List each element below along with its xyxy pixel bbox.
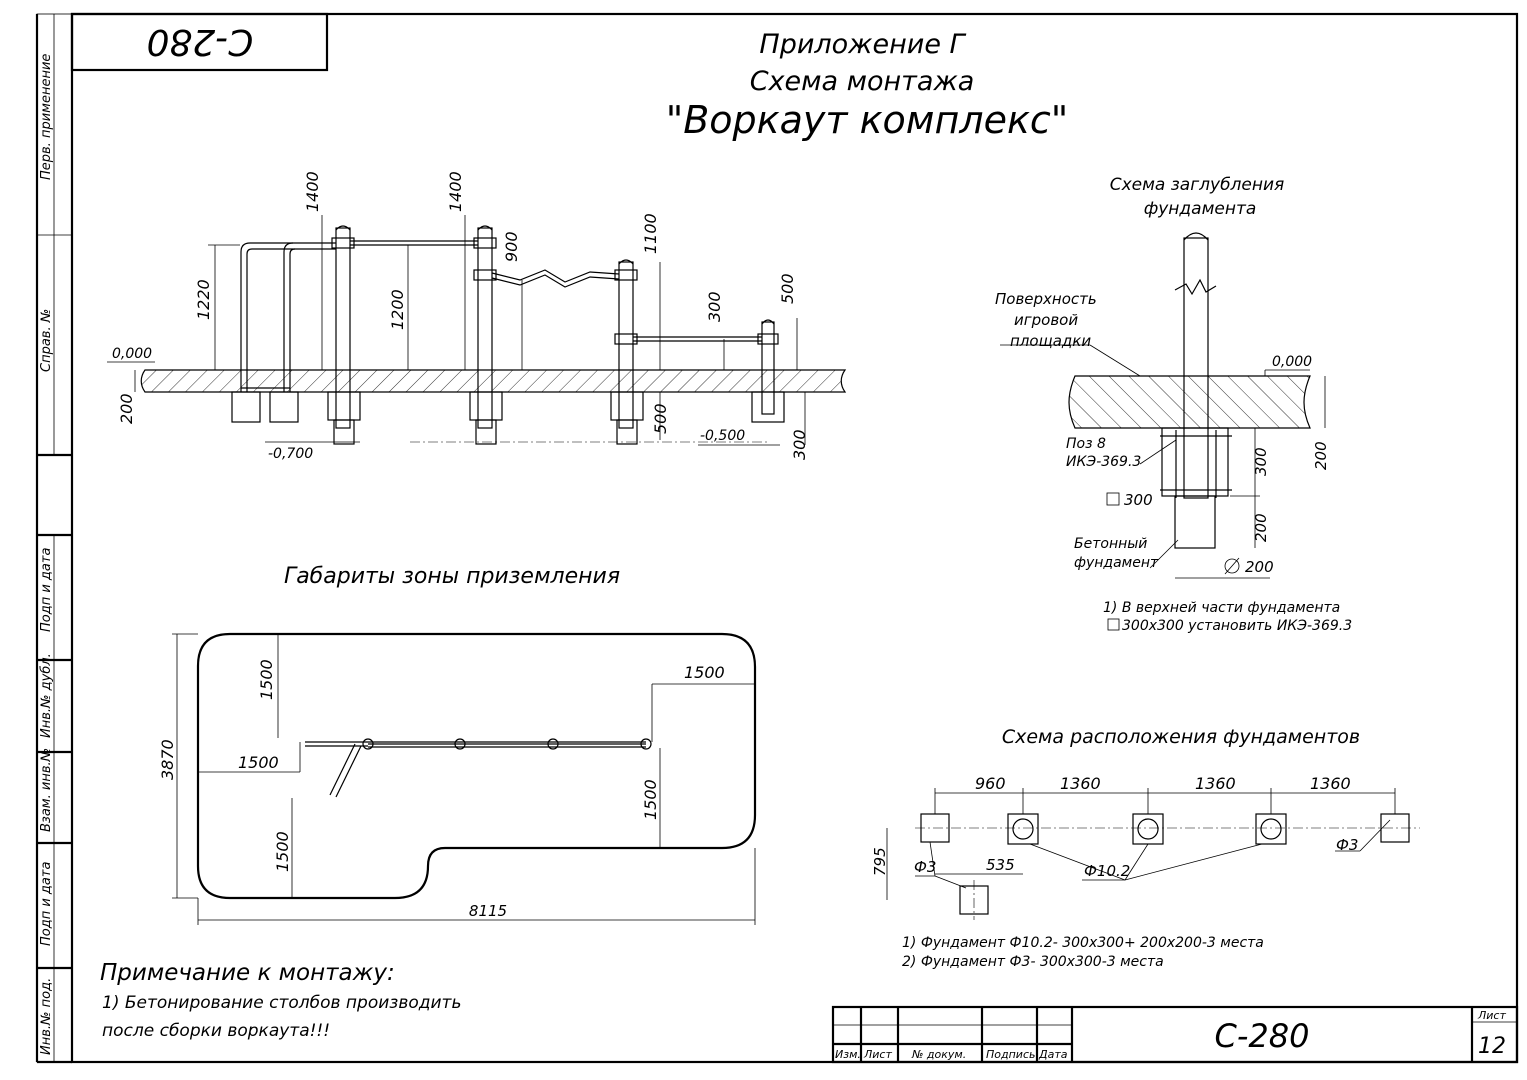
header-line2: Схема монтажа: [750, 66, 975, 97]
label-sprav-no: Справ. №: [39, 309, 54, 372]
header: Приложение Г Схема монтажа "Воркаут комп…: [666, 29, 1069, 142]
elev-dim-200: 200: [117, 393, 136, 424]
elev-dim-300: 300: [705, 291, 724, 322]
depth-title-1: Схема заглубления: [1110, 175, 1285, 195]
foundation-note-2: 2) Фундамент Ф3- 300х300-3 места: [902, 954, 1164, 970]
label-podp-data-2: Подп и дата: [39, 862, 54, 946]
elev-dim-1100: 1100: [641, 213, 660, 254]
depth-surface-1: Поверхность: [995, 290, 1097, 308]
depth-poz-2: ИКЭ-369.3: [1066, 454, 1141, 470]
label-podp-data-1: Подп и дата: [39, 548, 54, 632]
elev-dim-300-bottom: 300: [790, 429, 809, 460]
mounting-note: Примечание к монтажу: 1) Бетонирование с…: [100, 960, 461, 1041]
landing-dim-1500-right-top: 1500: [684, 663, 725, 682]
depth-dim-300: 300: [1252, 447, 1270, 476]
depth-dim-200-lower: 200: [1252, 513, 1270, 542]
depth-title-2: фундамента: [1144, 199, 1257, 219]
depth-surface-2: игровой: [1014, 311, 1078, 329]
depth-square-300: 300: [1124, 491, 1153, 509]
landing-dim-1500-top: 1500: [257, 659, 276, 700]
foundation-dim-795: 795: [871, 847, 889, 876]
foundation-layout: Схема расположения фундаментов 960 1360 …: [871, 726, 1420, 970]
elev-dim-1400-a: 1400: [303, 171, 322, 212]
foundation-dim-1360-b: 1360: [1195, 774, 1236, 793]
sheet-code-rotated: С-280: [147, 21, 254, 62]
elev-dim-500-top: 500: [778, 273, 797, 304]
depth-surface-3: площадки: [1010, 332, 1091, 350]
side-strip: Перв. применение Справ. № Подп и дата Ин…: [39, 54, 54, 1055]
foundation-label-f3-right: Ф3: [1336, 836, 1358, 854]
label-vzam-inv: Взам. инв.№: [39, 748, 54, 832]
diameter-symbol: [1224, 558, 1240, 574]
label-perv-primenenie: Перв. применение: [39, 54, 54, 180]
title-block: Изм. Лист № докум. Подпись Дата С-280 Ли…: [831, 1005, 1519, 1064]
elev-level-minus-700: -0,700: [268, 446, 313, 462]
foundation-label-f3-left: Ф3: [914, 858, 936, 876]
foundation-dim-960: 960: [975, 774, 1006, 793]
label-inv-pod: Инв.№ под.: [39, 978, 54, 1055]
elevation-view: 0,000 1220 1400 1200 1400 900 1100 300 5…: [107, 171, 847, 462]
landing-zone: Габариты зоны приземления 3870 1500 1500…: [158, 564, 757, 925]
depth-note-2: 300x300 установить ИКЭ-369.3: [1122, 618, 1352, 634]
elev-dim-1400-b: 1400: [446, 171, 465, 212]
foundation-dim-1360-a: 1360: [1060, 774, 1101, 793]
tb-list: Лист: [863, 1048, 892, 1061]
tb-data: Дата: [1038, 1048, 1068, 1061]
foundation-dim-1360-c: 1360: [1310, 774, 1351, 793]
mounting-note-line-2: после сборки воркаута!!!: [102, 1021, 330, 1041]
foundation-title: Схема расположения фундаментов: [1002, 726, 1360, 748]
elev-dim-1200: 1200: [388, 289, 407, 330]
landing-dim-8115: 8115: [469, 902, 507, 920]
tb-sheet-number: 12: [1478, 1034, 1506, 1059]
tb-sheet-code: С-280: [1215, 1017, 1310, 1055]
foundation-dim-535: 535: [986, 856, 1015, 874]
tb-doc-no: № докум.: [911, 1048, 966, 1061]
header-title: "Воркаут комплекс": [666, 98, 1069, 142]
landing-dim-1500-left: 1500: [238, 753, 279, 772]
depth-concrete-1: Бетонный: [1074, 536, 1147, 552]
square-symbol: [1107, 618, 1120, 631]
landing-dim-3870: 3870: [158, 739, 177, 780]
elev-dim-500-bottom: 500: [651, 403, 670, 434]
foundation-note-1: 1) Фундамент Ф10.2- 300х300+ 200х200-3 м…: [902, 935, 1264, 951]
tb-podpis: Подпись: [986, 1048, 1035, 1061]
tb-sheet-label: Лист: [1477, 1009, 1506, 1022]
foundation-label-f10: Ф10.2: [1084, 862, 1130, 880]
code-box: С-280: [70, 12, 329, 72]
depth-scheme: Схема заглубления фундамента Поверхность…: [995, 175, 1352, 634]
depth-dia-200: 200: [1245, 558, 1274, 576]
label-inv-dubl: Инв.№ дубл.: [39, 653, 54, 738]
square-symbol: [1106, 492, 1120, 506]
depth-note-1: 1) В верхней части фундамента: [1103, 600, 1340, 616]
elev-level-minus-500: -0,500: [700, 428, 745, 444]
landing-title: Габариты зоны приземления: [284, 564, 620, 589]
elev-level-zero: 0,000: [112, 346, 152, 362]
landing-dim-1500-right: 1500: [641, 779, 660, 820]
landing-dim-1500-bottom: 1500: [273, 831, 292, 872]
tb-izm: Изм.: [835, 1048, 861, 1061]
depth-concrete-2: фундамент: [1074, 555, 1159, 571]
elev-dim-1220: 1220: [194, 279, 213, 320]
mounting-note-line-1: 1) Бетонирование столбов производить: [102, 993, 461, 1013]
depth-level-zero: 0,000: [1272, 354, 1312, 370]
mounting-note-title: Примечание к монтажу:: [100, 960, 395, 986]
header-line1: Приложение Г: [759, 29, 966, 60]
depth-poz-1: Поз 8: [1066, 436, 1106, 452]
elev-dim-900: 900: [502, 231, 521, 262]
sheet-frame: [35, 12, 1519, 1064]
depth-dim-200-right: 200: [1312, 441, 1330, 470]
